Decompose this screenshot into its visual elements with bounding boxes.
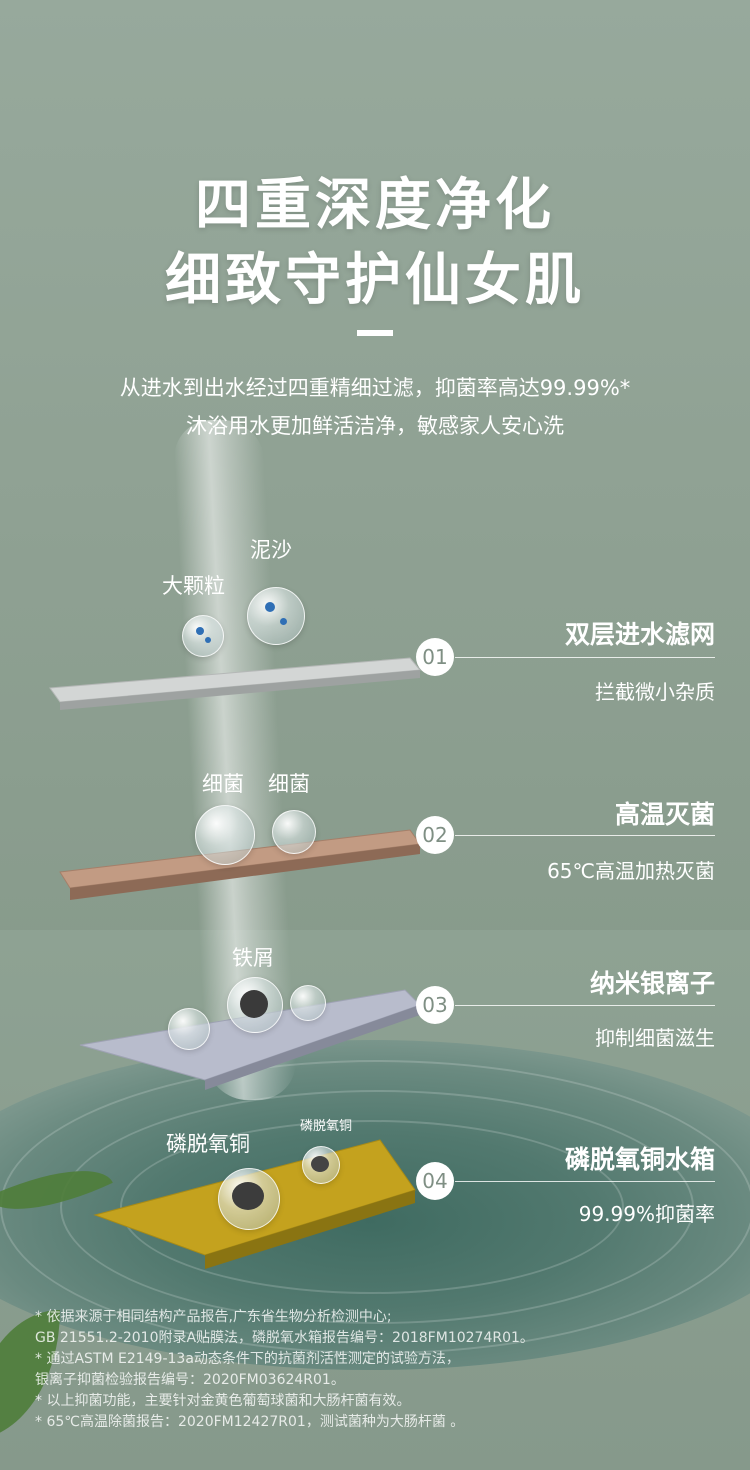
particle-label-large: 大颗粒 [162,574,225,598]
layer-desc-2: 65℃高温加热灭菌 [547,859,715,883]
particle-label-copper-b: 磷脱氧铜 [300,1119,353,1134]
particle-dot [196,627,204,635]
title-divider [357,330,393,336]
layer-title-2: 高温灭菌 [614,800,715,829]
footnote-3: * 通过ASTM E2149-13a动态条件下的抗菌剂活性测定的试验方法， [35,1351,460,1367]
particle-label-iron: 铁屑 [232,946,274,970]
footnote-1: * 依据来源于相同结构产品报告,广东省生物分析检测中心; [35,1309,392,1325]
layer-line-2 [455,835,715,836]
particle-label-bacteria-a: 细菌 [202,772,244,796]
iron-filings [240,990,268,1018]
particle-label-copper-a: 磷脱氧铜 [166,1132,250,1156]
particle-bubble [247,587,305,645]
layer-line-1 [455,657,715,658]
bacteria-bubble [272,810,316,854]
bacteria-bubble [195,805,255,865]
footnote-6: * 65℃高温除菌报告：2020FM12427R01，测试菌种为大肠杆菌 。 [35,1414,465,1430]
layer-desc-4: 99.99%抑菌率 [578,1202,715,1226]
copper-particle [232,1182,264,1210]
layer-number-3: 03 [416,986,454,1024]
layer-number-4: 04 [416,1162,454,1200]
particle-bubble [182,615,224,657]
particle-dot [205,637,211,643]
layer-title-4: 磷脱氧铜水箱 [564,1145,715,1174]
layer-desc-3: 抑制细菌滋生 [595,1026,715,1050]
particle-label-sand: 泥沙 [250,538,292,562]
title-line-1: 四重深度净化 [195,173,555,238]
footnote-5: * 以上抑菌功能，主要针对金黄色葡萄球菌和大肠杆菌有效。 [35,1393,411,1409]
subtitle-line-2: 沐浴用水更加鲜活洁净，敏感家人安心洗 [186,414,564,438]
magnet-bubble [168,1008,210,1050]
layer-line-4 [455,1181,715,1182]
magnet-bubble [290,985,326,1021]
layer-title-1: 双层进水滤网 [564,620,715,649]
subtitle-line-1: 从进水到出水经过四重精细过滤，抑菌率高达99.99%* [119,376,631,400]
layer-desc-1: 拦截微小杂质 [595,680,715,704]
particle-label-bacteria-b: 细菌 [268,772,310,796]
filter-plate-1 [49,657,421,710]
footnote-4: 银离子抑菌检验报告编号：2020FM03624R01。 [35,1372,345,1388]
footnote-2: GB 21551.2-2010附录A贴膜法，磷脱氧水箱报告编号：2018FM10… [35,1330,534,1346]
layer-line-3 [455,1005,715,1006]
copper-particle [311,1156,329,1172]
layer-number-2: 02 [416,816,454,854]
title-line-2: 细致守护仙女肌 [165,248,585,313]
layer-number-1: 01 [416,638,454,676]
particle-dot [280,618,287,625]
particle-dot [265,602,275,612]
layer-title-3: 纳米银离子 [589,969,715,998]
